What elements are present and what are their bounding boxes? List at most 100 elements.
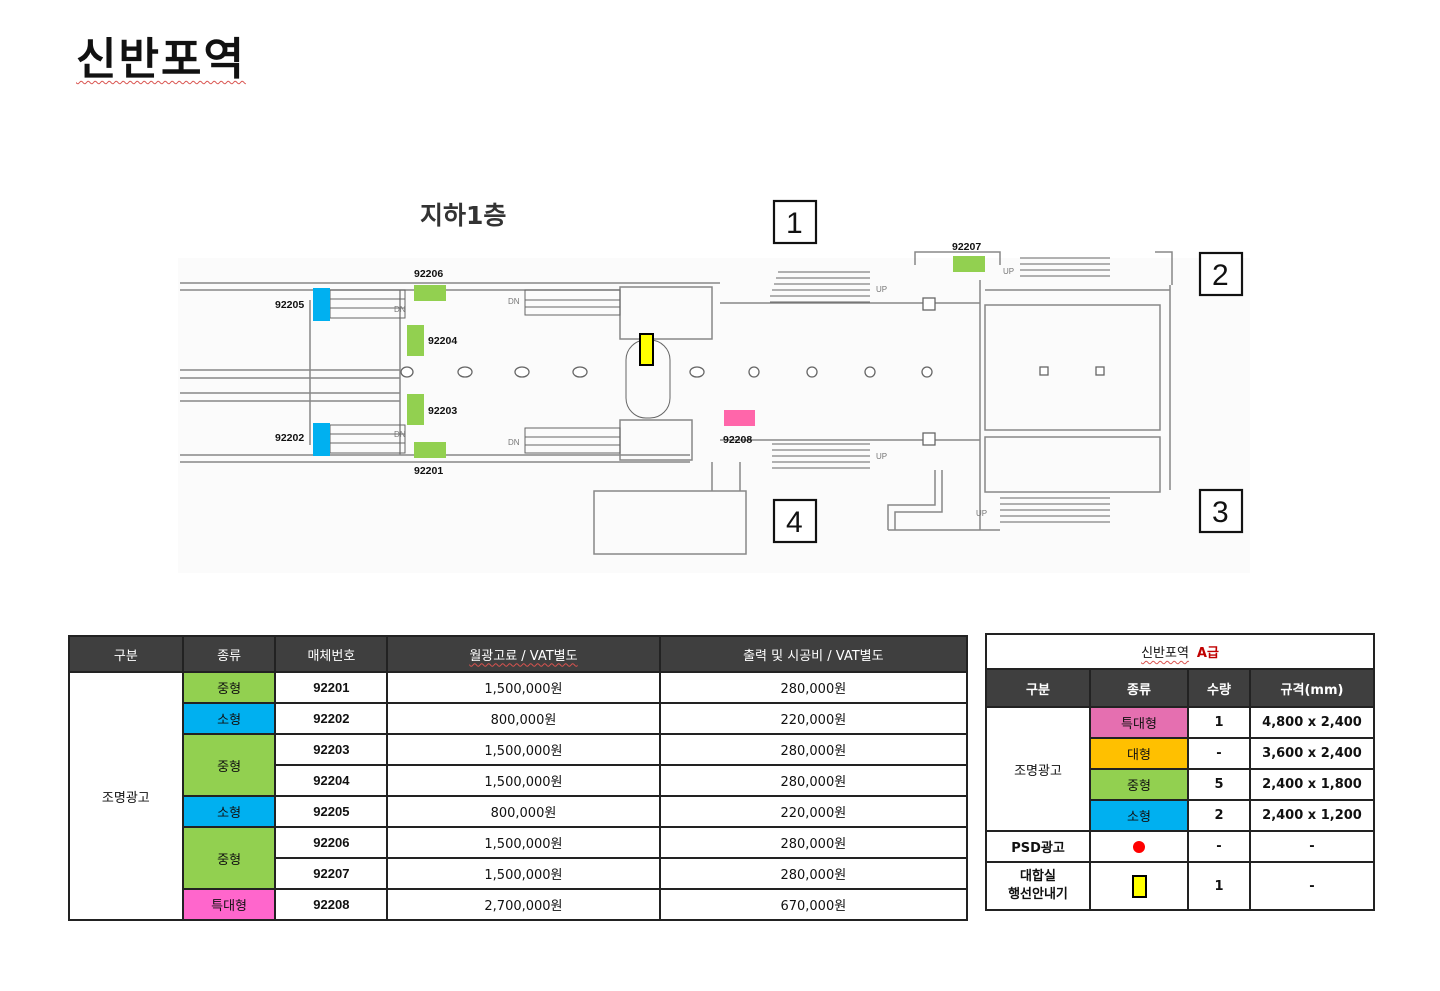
- floor-title: 지하1층: [420, 201, 507, 230]
- exit-3-number: 3: [1212, 496, 1229, 529]
- yellow-rect-icon: [1131, 874, 1147, 898]
- spec-type-large: 대형: [1089, 737, 1189, 770]
- type-cell-small: 소형: [181, 795, 277, 828]
- page-title: 신반포역: [76, 34, 246, 85]
- spec-header-category: 구분: [985, 668, 1091, 708]
- table-row: 중형 92206 1,500,000원 280,000원: [69, 826, 969, 890]
- map-up-label: UP: [1003, 267, 1014, 276]
- install-cost: 280,000원: [658, 857, 969, 890]
- station-grade: A급: [1196, 646, 1219, 661]
- ad-label-92202: 92202: [275, 432, 304, 444]
- table-row: 조명광고 중형 92201 1,500,000원 280,000원: [68, 671, 969, 921]
- map-dn-label: DN: [508, 297, 520, 306]
- table-row: 중형 92203 1,500,000원 280,000원: [69, 733, 969, 797]
- media-number: 92201: [274, 671, 389, 704]
- monthly-fee: 1,500,000원: [386, 857, 661, 890]
- spec-row: 소형 2 2,400 x 1,200: [986, 799, 1375, 832]
- spec-qty: 5: [1187, 768, 1251, 801]
- monthly-fee: 1,500,000원: [386, 733, 661, 766]
- map-dn-label: DN: [394, 305, 406, 314]
- psd-symbol: [1089, 830, 1189, 863]
- ad-label-92201: 92201: [414, 465, 443, 477]
- red-dot-icon: [1133, 840, 1145, 853]
- spec-header-row: 구분 종류 수량 규격(mm): [985, 668, 1375, 708]
- table-row: 소형 92202 800,000원 220,000원: [69, 702, 969, 735]
- exit-2-number: 2: [1212, 259, 1229, 292]
- spec-header-size: 규격(mm): [1249, 668, 1375, 708]
- table-row: 92204 1,500,000원 280,000원: [69, 764, 969, 797]
- spec-size: 2,400 x 1,800: [1249, 768, 1375, 801]
- ad-price-table: 구분 종류 매체번호 월광고료 / VAT별도 출력 및 시공비 / VAT별도…: [68, 635, 969, 921]
- spec-row-psd: PSD광고 - -: [985, 830, 1375, 863]
- header-type: 종류: [181, 635, 277, 673]
- media-number: 92206: [274, 826, 389, 859]
- ad-marker-92202: [313, 423, 330, 456]
- map-dn-label: DN: [394, 430, 406, 439]
- monthly-fee: 1,500,000원: [386, 826, 661, 859]
- spec-row: 대형 - 3,600 x 2,400: [986, 737, 1375, 770]
- monthly-fee: 800,000원: [386, 795, 661, 828]
- install-cost: 280,000원: [658, 671, 969, 704]
- ad-marker-92208: [724, 410, 755, 426]
- media-number: 92202: [274, 702, 389, 735]
- spec-qty: 1: [1187, 861, 1251, 911]
- ad-spec-table: 신반포역 A급 구분 종류 수량 규격(mm) 조명광고 특대형 1 4,800 …: [985, 633, 1375, 911]
- station-name: 신반포역: [1141, 646, 1189, 661]
- type-cell-medium: 중형: [181, 671, 277, 704]
- spec-header-type: 종류: [1089, 668, 1189, 708]
- monthly-fee: 800,000원: [386, 702, 661, 735]
- station-floor-map: DN DN DN DN UP UP UP UP 92206 92205 9220…: [180, 199, 1244, 555]
- ad-label-92207: 92207: [952, 241, 981, 253]
- guide-board-marker: [639, 333, 654, 366]
- table-row: 92207 1,500,000원 280,000원: [69, 857, 969, 890]
- ad-label-92204: 92204: [428, 335, 457, 347]
- ad-marker-92201: [414, 442, 446, 458]
- type-cell-medium: 중형: [181, 733, 277, 797]
- exit-4-number: 4: [786, 506, 803, 539]
- ad-marker-92204: [407, 325, 424, 356]
- map-dn-label: DN: [508, 438, 520, 447]
- spec-qty: 1: [1187, 706, 1251, 739]
- install-cost: 280,000원: [658, 764, 969, 797]
- spec-row: 중형 5 2,400 x 1,800: [986, 768, 1375, 801]
- header-category: 구분: [68, 635, 184, 673]
- ad-marker-92207: [953, 256, 985, 272]
- map-up-label: UP: [976, 509, 987, 518]
- install-cost: 220,000원: [658, 702, 969, 735]
- spec-type-medium: 중형: [1089, 768, 1189, 801]
- spec-size: -: [1249, 830, 1375, 863]
- spec-type-small: 소형: [1089, 799, 1189, 832]
- table-row: 특대형 92208 2,700,000원 670,000원: [69, 888, 969, 921]
- type-cell-extra-large: 특대형: [181, 888, 277, 921]
- media-number: 92204: [274, 764, 389, 797]
- monthly-fee: 2,700,000원: [386, 888, 661, 921]
- media-number: 92208: [274, 888, 389, 921]
- map-up-label: UP: [876, 285, 887, 294]
- spec-caption: 신반포역 A급: [985, 633, 1375, 670]
- spec-qty: 2: [1187, 799, 1251, 832]
- type-cell-small: 소형: [181, 702, 277, 735]
- spec-header-qty: 수량: [1187, 668, 1251, 708]
- spec-caption-row: 신반포역 A급: [985, 633, 1375, 670]
- ad-label-92208: 92208: [723, 434, 752, 446]
- media-number: 92205: [274, 795, 389, 828]
- monthly-fee: 1,500,000원: [386, 764, 661, 797]
- spec-type-extra-large: 특대형: [1089, 706, 1189, 739]
- ad-marker-92206: [414, 285, 446, 301]
- spec-qty: -: [1187, 830, 1251, 863]
- spec-qty: -: [1187, 737, 1251, 770]
- spec-size: -: [1249, 861, 1375, 911]
- map-up-label: UP: [876, 452, 887, 461]
- install-cost: 280,000원: [658, 733, 969, 766]
- ad-label-92205: 92205: [275, 299, 304, 311]
- header-media-number: 매체번호: [274, 635, 389, 673]
- install-cost: 670,000원: [658, 888, 969, 921]
- media-number: 92207: [274, 857, 389, 890]
- install-cost: 280,000원: [658, 826, 969, 859]
- table-header-row: 구분 종류 매체번호 월광고료 / VAT별도 출력 및 시공비 / VAT별도: [68, 635, 969, 673]
- guide-symbol: [1089, 861, 1189, 911]
- spec-size: 4,800 x 2,400: [1249, 706, 1375, 739]
- spec-row: 조명광고 특대형 1 4,800 x 2,400: [985, 706, 1375, 832]
- header-install-cost: 출력 및 시공비 / VAT별도: [658, 635, 969, 673]
